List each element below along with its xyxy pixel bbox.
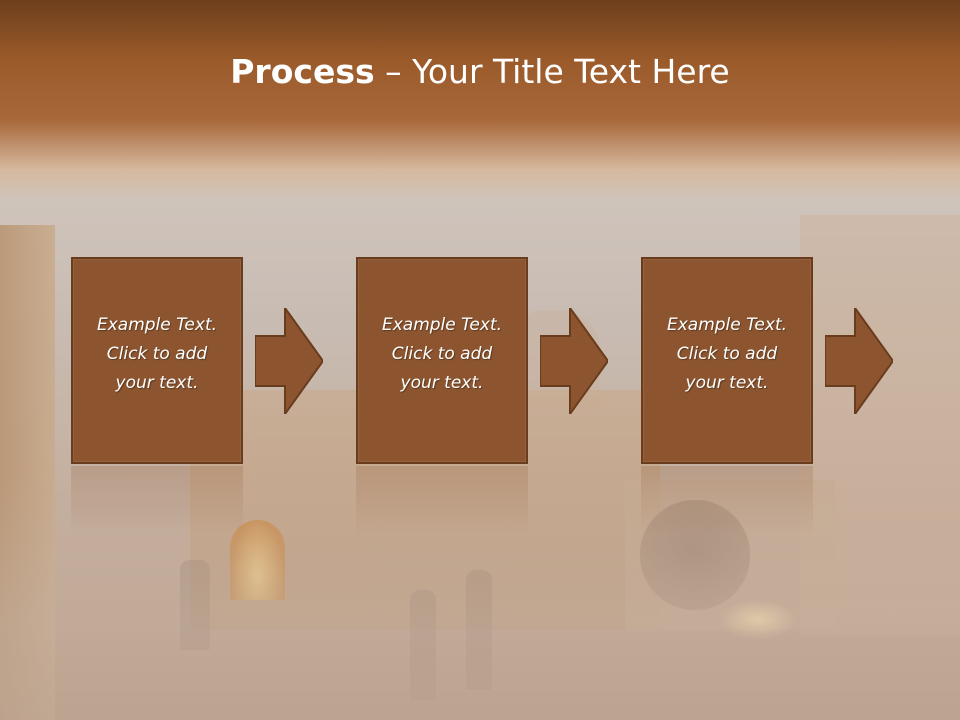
step-text-line: your text. bbox=[400, 373, 484, 393]
step-text[interactable]: Example Text. Click to add your text. bbox=[643, 311, 811, 398]
step-text-line: Click to add bbox=[676, 344, 778, 364]
step-text-line: your text. bbox=[115, 373, 199, 393]
title-bold: Process bbox=[230, 52, 375, 91]
arrow-right-icon bbox=[825, 308, 893, 414]
step-reflection bbox=[641, 466, 813, 536]
step-text[interactable]: Example Text. Click to add your text. bbox=[358, 311, 526, 398]
step-text-line: Example Text. bbox=[381, 315, 503, 335]
step-text[interactable]: Example Text. Click to add your text. bbox=[73, 311, 241, 398]
process-step-1[interactable]: Example Text. Click to add your text. bbox=[71, 257, 243, 464]
ground-fade bbox=[0, 470, 960, 720]
step-text-line: Click to add bbox=[106, 344, 208, 364]
step-text-line: Example Text. bbox=[96, 315, 218, 335]
title-rest: – Your Title Text Here bbox=[374, 52, 730, 91]
arrow-right-icon bbox=[255, 308, 323, 414]
slide-title[interactable]: Process – Your Title Text Here bbox=[0, 52, 960, 91]
step-reflection bbox=[71, 466, 243, 536]
process-step-2[interactable]: Example Text. Click to add your text. bbox=[356, 257, 528, 464]
step-text-line: Example Text. bbox=[666, 315, 788, 335]
step-text-line: Click to add bbox=[391, 344, 493, 364]
step-reflection bbox=[356, 466, 528, 536]
arrow-right-icon bbox=[540, 308, 608, 414]
step-text-line: your text. bbox=[685, 373, 769, 393]
process-step-3[interactable]: Example Text. Click to add your text. bbox=[641, 257, 813, 464]
